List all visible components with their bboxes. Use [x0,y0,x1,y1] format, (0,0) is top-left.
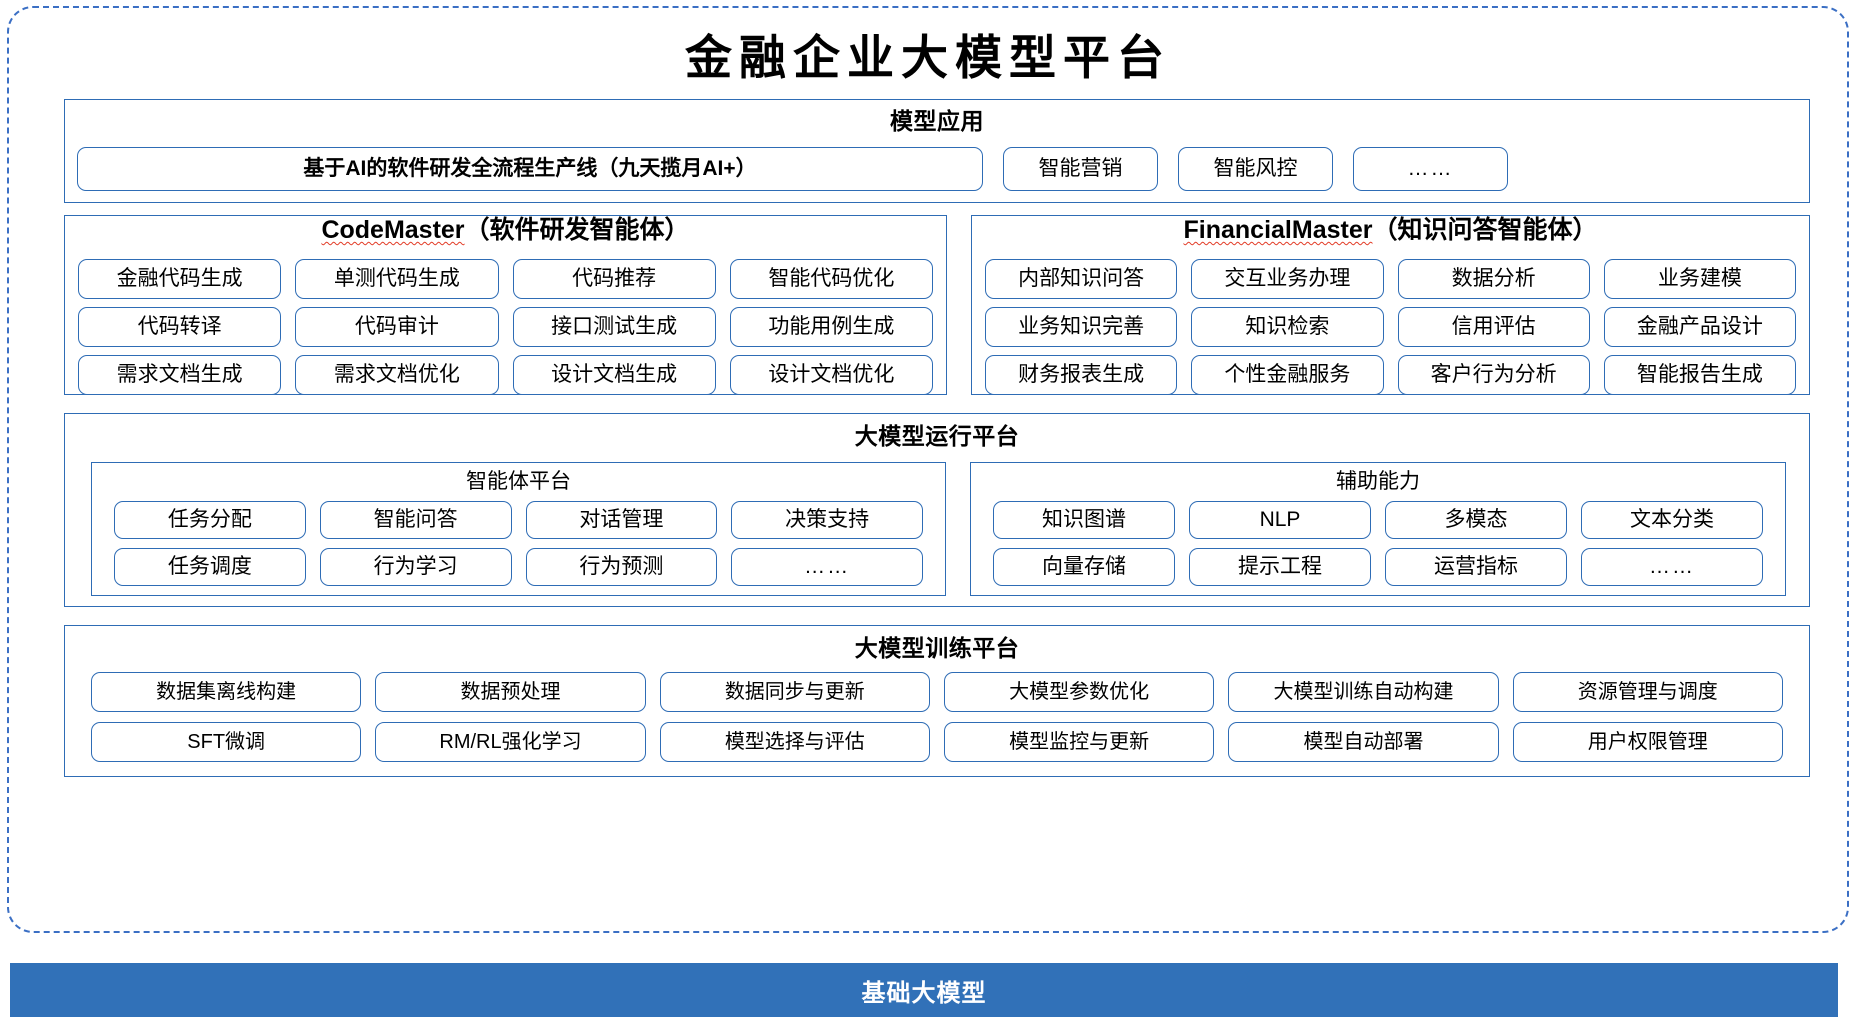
capability-chip[interactable]: 个性金融服务 [1191,355,1384,395]
capability-chip[interactable]: 运营指标 [1385,548,1567,586]
auxiliary-capability-grid: 知识图谱 NLP 多模态 文本分类 向量存储 提示工程 运营指标 …… [993,501,1763,586]
financialmaster-title: FinancialMaster（知识问答智能体） [972,216,1809,245]
capability-row: 代码转译 代码审计 接口测试生成 功能用例生成 [78,307,933,347]
training-chip[interactable]: 模型自动部署 [1228,722,1499,762]
page-title: 金融企业大模型平台 [685,33,1171,85]
capability-chip[interactable]: 交互业务办理 [1191,259,1384,299]
financialmaster-name: FinancialMaster [1183,216,1373,244]
training-platform-grid: 数据集离线构建 数据预处理 数据同步与更新 大模型参数优化 大模型训练自动构建 … [91,672,1783,762]
training-chip[interactable]: RM/RL强化学习 [375,722,646,762]
training-chip[interactable]: 资源管理与调度 [1512,672,1783,712]
capability-row: 任务分配 智能问答 对话管理 决策支持 [114,501,923,539]
capability-row: 知识图谱 NLP 多模态 文本分类 [993,501,1763,539]
codemaster-agent-panel: CodeMaster（软件研发智能体） 金融代码生成 单测代码生成 代码推荐 智… [64,215,947,395]
base-model-bar: 基础大模型 [10,963,1838,1017]
application-item-more[interactable]: …… [1353,147,1508,191]
capability-chip[interactable]: 知识检索 [1191,307,1384,347]
capability-chip[interactable]: 财务报表生成 [985,355,1178,395]
agent-platform-subpanel: 智能体平台 任务分配 智能问答 对话管理 决策支持 任务调度 行为学习 行为预测… [91,462,946,596]
auxiliary-capability-title: 辅助能力 [1336,470,1420,493]
capability-chip[interactable]: 数据分析 [1397,259,1590,299]
capability-chip[interactable]: 行为学习 [319,548,512,586]
capability-chip[interactable]: 行为预测 [525,548,718,586]
agent-platform-title: 智能体平台 [466,470,571,493]
training-chip[interactable]: 数据同步与更新 [659,672,930,712]
runtime-platform-panel: 大模型运行平台 智能体平台 任务分配 智能问答 对话管理 决策支持 任务调度 行… [64,413,1810,607]
capability-chip[interactable]: 任务分配 [114,501,306,539]
capability-chip[interactable]: 智能报告生成 [1603,355,1796,395]
capability-chip-more[interactable]: …… [731,548,923,586]
capability-chip[interactable]: 对话管理 [525,501,718,539]
model-application-panel: 模型应用 基于AI的软件研发全流程生产线（九天揽月AI+） 智能营销 智能风控 … [64,99,1810,203]
capability-row: 任务调度 行为学习 行为预测 …… [114,548,923,586]
auxiliary-capability-subpanel: 辅助能力 知识图谱 NLP 多模态 文本分类 向量存储 提示工程 运营指标 …… [970,462,1786,596]
capability-chip[interactable]: 需求文档优化 [295,355,499,395]
capability-chip[interactable]: 代码审计 [295,307,499,347]
capability-chip[interactable]: 任务调度 [114,548,306,586]
training-row: SFT微调 RM/RL强化学习 模型选择与评估 模型监控与更新 模型自动部署 用… [91,722,1783,762]
capability-chip[interactable]: 功能用例生成 [729,307,933,347]
capability-chip[interactable]: 代码转译 [78,307,282,347]
capability-chip[interactable]: 客户行为分析 [1397,355,1590,395]
capability-chip[interactable]: 设计文档优化 [729,355,933,395]
training-chip[interactable]: 模型选择与评估 [659,722,930,762]
training-row: 数据集离线构建 数据预处理 数据同步与更新 大模型参数优化 大模型训练自动构建 … [91,672,1783,712]
training-chip[interactable]: SFT微调 [91,722,362,762]
runtime-platform-title: 大模型运行平台 [854,423,1020,449]
model-application-items: 基于AI的软件研发全流程生产线（九天揽月AI+） 智能营销 智能风控 …… [77,147,1799,191]
capability-chip[interactable]: 智能问答 [319,501,512,539]
capability-chip[interactable]: 业务知识完善 [985,307,1178,347]
capability-chip[interactable]: 知识图谱 [993,501,1175,539]
financialmaster-subtitle: （知识问答智能体） [1372,216,1598,244]
capability-chip[interactable]: 决策支持 [731,501,923,539]
capability-chip[interactable]: 需求文档生成 [78,355,282,395]
financialmaster-capability-grid: 内部知识问答 交互业务办理 数据分析 业务建模 业务知识完善 知识检索 信用评估… [985,259,1796,395]
model-application-title: 模型应用 [890,108,984,134]
capability-chip[interactable]: 智能代码优化 [729,259,933,299]
capability-row: 金融代码生成 单测代码生成 代码推荐 智能代码优化 [78,259,933,299]
training-chip[interactable]: 大模型训练自动构建 [1228,672,1499,712]
capability-row: 财务报表生成 个性金融服务 客户行为分析 智能报告生成 [985,355,1796,395]
training-chip[interactable]: 数据预处理 [375,672,646,712]
codemaster-subtitle: （软件研发智能体） [464,216,690,244]
capability-chip[interactable]: 文本分类 [1581,501,1763,539]
codemaster-title: CodeMaster（软件研发智能体） [65,216,946,245]
capability-chip[interactable]: 金融产品设计 [1603,307,1796,347]
capability-row: 业务知识完善 知识检索 信用评估 金融产品设计 [985,307,1796,347]
capability-chip[interactable]: 业务建模 [1603,259,1796,299]
training-chip[interactable]: 模型监控与更新 [943,722,1215,762]
capability-chip[interactable]: 设计文档生成 [512,355,716,395]
capability-row: 需求文档生成 需求文档优化 设计文档生成 设计文档优化 [78,355,933,395]
capability-chip[interactable]: 提示工程 [1189,548,1371,586]
capability-chip[interactable]: 代码推荐 [512,259,716,299]
training-platform-panel: 大模型训练平台 数据集离线构建 数据预处理 数据同步与更新 大模型参数优化 大模… [64,625,1810,777]
application-item-marketing[interactable]: 智能营销 [1003,147,1158,191]
capability-chip[interactable]: 信用评估 [1397,307,1590,347]
capability-chip[interactable]: 多模态 [1385,501,1567,539]
capability-chip[interactable]: 向量存储 [993,548,1175,586]
capability-row: 向量存储 提示工程 运营指标 …… [993,548,1763,586]
capability-chip[interactable]: 金融代码生成 [78,259,282,299]
application-item-risk-control[interactable]: 智能风控 [1178,147,1333,191]
application-item-main[interactable]: 基于AI的软件研发全流程生产线（九天揽月AI+） [77,147,983,191]
training-chip[interactable]: 数据集离线构建 [91,672,362,712]
capability-chip-more[interactable]: …… [1581,548,1763,586]
capability-chip[interactable]: NLP [1189,501,1371,539]
codemaster-name: CodeMaster [321,216,465,244]
capability-row: 内部知识问答 交互业务办理 数据分析 业务建模 [985,259,1796,299]
training-platform-title: 大模型训练平台 [854,635,1020,661]
capability-chip[interactable]: 内部知识问答 [985,259,1178,299]
platform-outer-frame: 金融企业大模型平台 模型应用 基于AI的软件研发全流程生产线（九天揽月AI+） … [7,6,1849,933]
capability-chip[interactable]: 单测代码生成 [295,259,499,299]
capability-chip[interactable]: 接口测试生成 [512,307,716,347]
codemaster-capability-grid: 金融代码生成 单测代码生成 代码推荐 智能代码优化 代码转译 代码审计 接口测试… [78,259,933,395]
training-chip[interactable]: 用户权限管理 [1512,722,1783,762]
training-chip[interactable]: 大模型参数优化 [943,672,1215,712]
agent-platform-grid: 任务分配 智能问答 对话管理 决策支持 任务调度 行为学习 行为预测 …… [114,501,923,586]
financialmaster-agent-panel: FinancialMaster（知识问答智能体） 内部知识问答 交互业务办理 数… [971,215,1810,395]
